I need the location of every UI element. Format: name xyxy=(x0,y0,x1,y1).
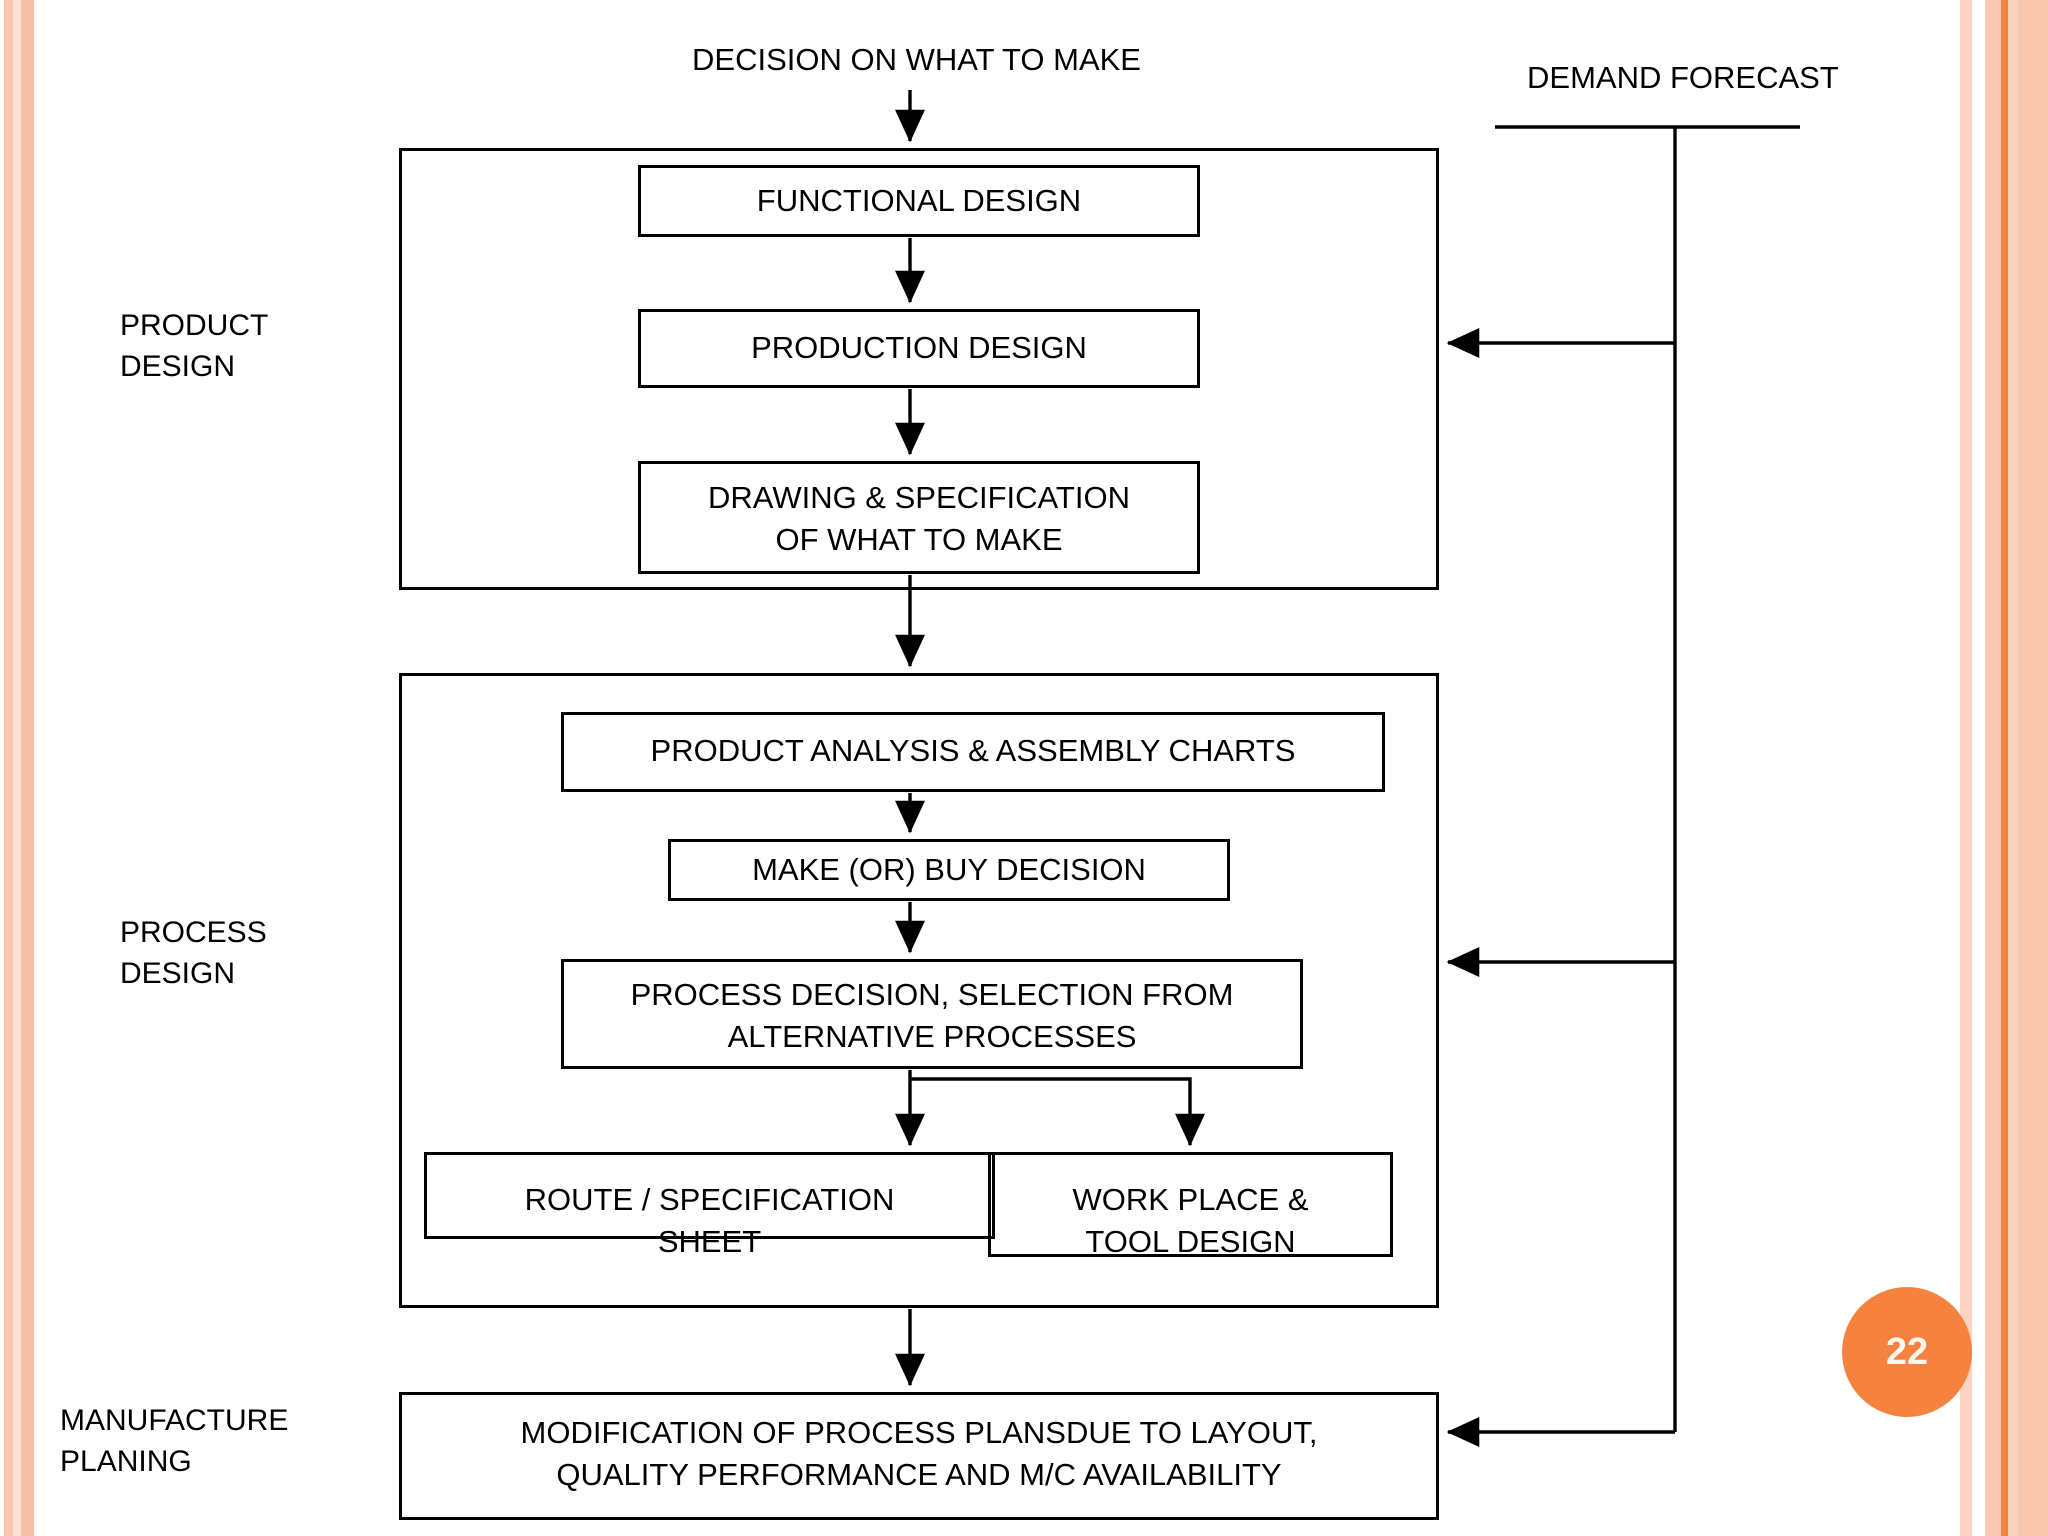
node-make-or-buy-label: MAKE (OR) BUY DECISION xyxy=(752,852,1146,887)
node-make-or-buy[interactable]: MAKE (OR) BUY DECISION xyxy=(668,839,1230,901)
right-stripe-far xyxy=(2018,0,2048,1536)
node-process-decision[interactable]: PROCESS DECISION, SELECTION FROM ALTERNA… xyxy=(561,959,1303,1069)
right-stripe-accent xyxy=(2001,0,2008,1536)
node-modification-process-plans-label: MODIFICATION OF PROCESS PLANSDUE TO LAYO… xyxy=(520,1415,1318,1492)
node-work-place-tool-label: WORK PLACE & TOOL DESIGN xyxy=(1072,1182,1309,1259)
left-stripe-outer xyxy=(4,0,13,1536)
split-branch-workplace xyxy=(910,1077,1205,1147)
demand-forecast-label: DEMAND FORECAST xyxy=(1527,60,1839,95)
page-number-badge: 22 xyxy=(1842,1287,1972,1417)
page-number-text: 22 xyxy=(1885,1330,1929,1373)
node-product-analysis-label: PRODUCT ANALYSIS & ASSEMBLY CHARTS xyxy=(650,733,1296,768)
node-functional-design[interactable]: FUNCTIONAL DESIGN xyxy=(638,165,1200,237)
node-production-design-label: PRODUCTION DESIGN xyxy=(751,330,1087,365)
process-design-container xyxy=(399,673,1439,1308)
node-route-specification[interactable]: ROUTE / SPECIFICATION SHEET xyxy=(424,1152,995,1259)
manufacture-planing-section-label: MANUFACTURE PLANING xyxy=(60,1404,289,1478)
product-design-container xyxy=(399,148,1439,590)
process-design-section-label: PROCESS DESIGN xyxy=(120,916,267,990)
node-process-decision-label: PROCESS DECISION, SELECTION FROM ALTERNA… xyxy=(630,977,1234,1054)
node-product-analysis[interactable]: PRODUCT ANALYSIS & ASSEMBLY CHARTS xyxy=(561,712,1385,792)
right-stripe-pale xyxy=(2008,0,2018,1536)
node-drawing-specification-label: DRAWING & SPECIFICATION OF WHAT TO MAKE xyxy=(708,480,1130,557)
node-work-place-tool[interactable]: WORK PLACE & TOOL DESIGN xyxy=(988,1152,1393,1259)
decision-on-what-to-make-label: DECISION ON WHAT TO MAKE xyxy=(692,42,1141,77)
product-design-section-label: PRODUCT DESIGN xyxy=(120,309,269,383)
node-functional-design-label: FUNCTIONAL DESIGN xyxy=(756,183,1082,218)
node-drawing-specification[interactable]: DRAWING & SPECIFICATION OF WHAT TO MAKE xyxy=(638,461,1200,574)
node-modification-process-plans[interactable]: MODIFICATION OF PROCESS PLANSDUE TO LAYO… xyxy=(399,1392,1439,1520)
right-stripe-gap xyxy=(1972,0,1985,1536)
right-stripe-thin xyxy=(1960,0,1972,1536)
left-stripe-mid xyxy=(13,0,21,1536)
node-production-design[interactable]: PRODUCTION DESIGN xyxy=(638,309,1200,388)
node-route-specification-label: ROUTE / SPECIFICATION SHEET xyxy=(524,1182,895,1259)
left-stripe-inner xyxy=(21,0,34,1536)
